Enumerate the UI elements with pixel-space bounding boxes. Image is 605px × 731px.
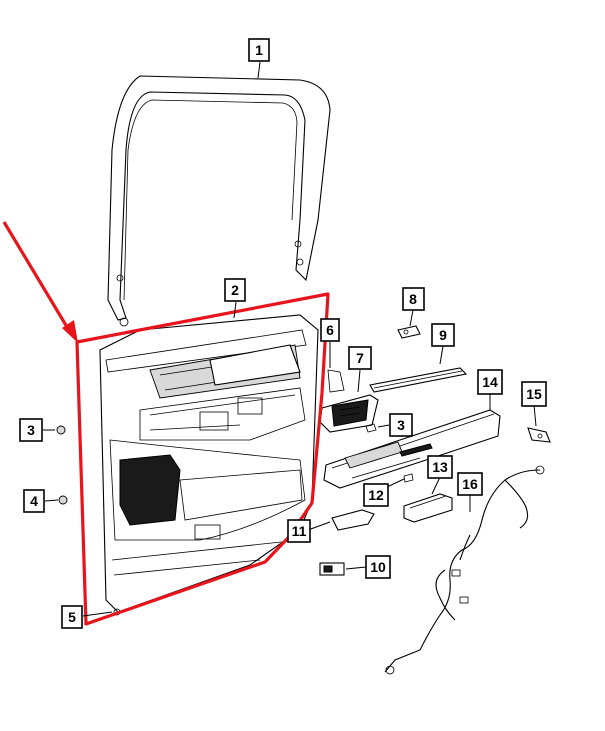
part-8-connector bbox=[397, 325, 421, 339]
callout-8: 8 bbox=[402, 287, 425, 311]
part-6-trim-piece bbox=[327, 369, 345, 393]
callout-label: 7 bbox=[356, 350, 364, 366]
callout-label: 13 bbox=[432, 459, 448, 475]
part-4-fastener bbox=[58, 495, 68, 505]
callout-9: 9 bbox=[431, 323, 455, 347]
callout-3b: 3 bbox=[389, 413, 413, 437]
highlight-arrow-line bbox=[2, 221, 72, 333]
callout-label: 4 bbox=[30, 493, 38, 509]
part-2-door-trim-panel bbox=[99, 314, 319, 613]
callout-2: 2 bbox=[224, 278, 246, 302]
callout-label: 10 bbox=[370, 559, 386, 575]
callout-4: 4 bbox=[23, 489, 45, 513]
callout-label: 8 bbox=[409, 291, 417, 307]
part-10-switch bbox=[319, 562, 345, 576]
callout-13: 13 bbox=[427, 455, 453, 479]
callout-label: 9 bbox=[439, 327, 447, 343]
callout-label: 11 bbox=[292, 523, 307, 539]
callout-label: 16 bbox=[462, 476, 478, 492]
part-7-inside-handle bbox=[319, 394, 379, 433]
callout-6: 6 bbox=[320, 318, 340, 342]
callout-label: 3 bbox=[27, 422, 35, 438]
callout-label: 3 bbox=[397, 417, 405, 433]
callout-label: 14 bbox=[482, 374, 498, 390]
part-14-armrest bbox=[323, 409, 501, 489]
part-1-door-frame bbox=[107, 75, 331, 327]
highlight-arrow-head bbox=[62, 320, 78, 343]
callout-5: 5 bbox=[61, 605, 83, 629]
part-3a-fastener bbox=[56, 425, 66, 435]
callout-label: 1 bbox=[255, 42, 263, 58]
part-9-belt-strip bbox=[369, 367, 468, 393]
callout-16: 16 bbox=[457, 472, 483, 496]
callout-label: 5 bbox=[68, 609, 76, 625]
callout-label: 2 bbox=[231, 282, 239, 298]
callout-3a: 3 bbox=[19, 418, 43, 442]
callout-label: 12 bbox=[368, 487, 384, 503]
callout-11: 11 bbox=[287, 519, 311, 543]
callout-12: 12 bbox=[363, 483, 389, 507]
callout-15: 15 bbox=[521, 381, 547, 407]
part-11-bezel bbox=[331, 509, 375, 531]
callout-14: 14 bbox=[477, 369, 503, 395]
leader-lines bbox=[43, 61, 537, 617]
callout-label: 6 bbox=[326, 322, 334, 338]
callout-1: 1 bbox=[248, 38, 270, 62]
part-15-connector bbox=[527, 427, 551, 443]
callout-label: 15 bbox=[526, 386, 542, 402]
part-3b-fastener bbox=[365, 423, 377, 433]
part-13-pull-cup bbox=[403, 493, 453, 523]
part-12-screw bbox=[403, 473, 414, 483]
part-16-wiring-harness bbox=[384, 465, 545, 675]
callout-10: 10 bbox=[365, 555, 391, 579]
callout-7: 7 bbox=[348, 346, 372, 370]
